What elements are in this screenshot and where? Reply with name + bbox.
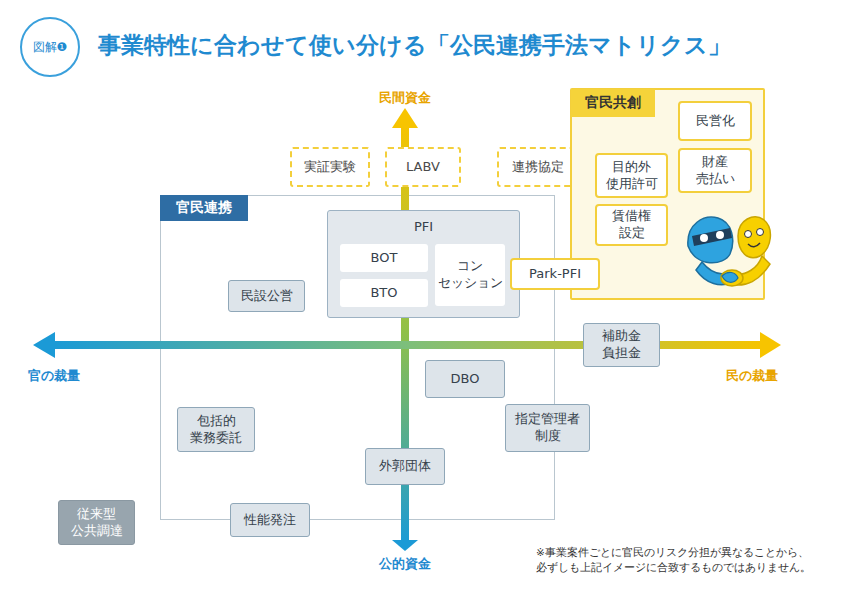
method-box: 性能発注 [230, 503, 310, 537]
group-heading: PFI [328, 219, 519, 234]
node-text: 実証実験 [304, 159, 356, 176]
group-box: 官民連携 PFI BOT コン セッション BTO 民設公営 DBO 包括的 業務委託外郭団体 [160, 195, 555, 520]
axis-label: 民の裁量 [726, 368, 778, 385]
diagram-title: 事業特性に合わせて使い分ける「公民連携手法マトリクス」 [98, 30, 731, 61]
method-box: 実証実験 [290, 147, 370, 187]
method-box: LABV [385, 147, 461, 187]
group-heading: 官民連携 [160, 195, 248, 221]
node-text: BOT [371, 250, 398, 267]
node-text: 図解❶ [33, 39, 68, 56]
axis-arrowhead [392, 540, 418, 551]
axis-arrowhead [760, 332, 781, 358]
group-heading: 官民共創 [571, 89, 655, 117]
node-text: 財産 売払い [683, 154, 747, 188]
axis-label: 公的資金 [379, 556, 431, 573]
node-text: DBO [451, 371, 480, 388]
node-text: 包括的 業務委託 [181, 413, 251, 447]
method-box: 指定管理者 制度 [505, 404, 590, 452]
method-box: 包括的 業務委託 [177, 407, 255, 452]
node-text: 民営化 [696, 113, 735, 130]
method-box: 民設公営 [228, 280, 305, 312]
method-box: 財産 売払い [678, 148, 752, 193]
node-text: 指定管理者 制度 [509, 411, 586, 445]
node-text: コン セッション [438, 258, 503, 292]
node-text: 賃借権 設定 [600, 208, 663, 242]
method-box: 目的外 使用許可 [595, 153, 668, 198]
axis-label: 官の裁量 [28, 368, 80, 385]
figure-badge: 図解❶ [20, 17, 80, 77]
node-text: 民設公営 [241, 288, 293, 305]
method-box: 外郭団体 [365, 448, 445, 485]
pfi-box: PFI BOT コン セッション BTO [327, 210, 520, 318]
method-box: 連携協定 [497, 147, 578, 187]
axis-arrowhead [33, 332, 55, 358]
axis-arrowhead [392, 108, 418, 128]
node-text: 連携協定 [512, 159, 564, 176]
node-text: BTO [370, 285, 397, 302]
node-text: 従来型 公共調達 [62, 506, 131, 540]
method-box: BOT [340, 244, 428, 272]
node-text: LABV [406, 159, 440, 176]
method-box: Park-PFI [510, 258, 600, 290]
axis-label: 民間資金 [379, 90, 431, 107]
node-text: 外郭団体 [379, 458, 431, 475]
node-text: Park-PFI [529, 266, 581, 283]
method-box: コン セッション [435, 244, 505, 306]
node-text: 補助金 負担金 [587, 328, 656, 362]
node-text: 性能発注 [244, 512, 296, 529]
method-box: 補助金 負担金 [583, 323, 660, 367]
footnote: ※事業案件ごとに官民のリスク分担が異なることから、 必ずしも上記イメージに合致す… [536, 545, 836, 575]
method-box: DBO [425, 360, 505, 398]
method-box: 賃借権 設定 [595, 204, 668, 246]
method-box: BTO [340, 279, 428, 307]
method-box: 従来型 公共調達 [58, 500, 135, 545]
method-box: 民営化 [678, 101, 752, 141]
node-text: 目的外 使用許可 [600, 159, 663, 193]
